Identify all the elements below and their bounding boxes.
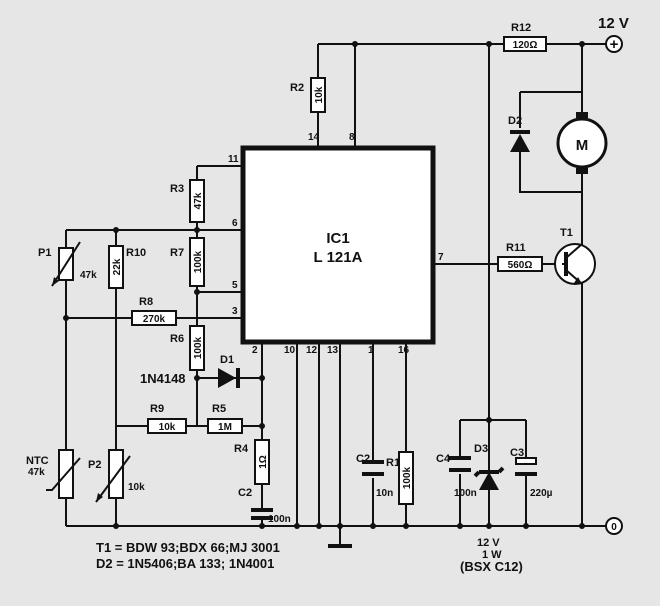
- wires: [65, 43, 606, 548]
- svg-text:12 V: 12 V: [477, 537, 500, 549]
- ic1-part: L 121A: [314, 249, 363, 266]
- diode-d2: D2: [508, 115, 530, 152]
- pin-14: 14: [308, 132, 320, 143]
- potentiometer-p2: P2 10k: [88, 449, 145, 503]
- svg-text:22k: 22k: [112, 258, 123, 275]
- resistor-r9: 10k R9: [147, 403, 187, 434]
- svg-text:R3: R3: [170, 183, 184, 195]
- svg-text:(BSX C12): (BSX C12): [460, 559, 523, 574]
- pin-16: 16: [398, 345, 410, 356]
- pin-1: 1: [368, 345, 374, 356]
- svg-text:R11: R11: [506, 242, 526, 254]
- resistor-r8: 270k R8: [131, 296, 177, 326]
- pin-3: 3: [232, 306, 238, 317]
- svg-text:C3: C3: [510, 447, 524, 459]
- resistor-r2: 10k R2: [290, 77, 326, 113]
- motor-label: M: [576, 137, 589, 154]
- resistor-r4: 1Ω R4: [234, 439, 270, 485]
- resistor-r10: 22k R10: [108, 245, 146, 289]
- plus-sign: +: [610, 36, 619, 53]
- svg-text:R10: R10: [126, 247, 146, 259]
- svg-text:560Ω: 560Ω: [508, 260, 533, 271]
- svg-text:47k: 47k: [28, 467, 45, 478]
- resistor-r3: 47k R3: [170, 179, 205, 223]
- potentiometer-p1: P1 47k: [38, 241, 97, 287]
- capacitor-c3: C3 220µ: [510, 447, 553, 499]
- svg-text:47k: 47k: [80, 270, 97, 281]
- pin-2: 2: [252, 345, 258, 356]
- svg-text:10k: 10k: [159, 422, 176, 433]
- svg-text:1N4148: 1N4148: [140, 371, 186, 386]
- pin-6: 6: [232, 218, 238, 229]
- svg-text:NTC: NTC: [26, 455, 49, 467]
- zener-d3: D3 12 V 1 W (BSX C12): [460, 443, 523, 574]
- svg-text:C4: C4: [436, 453, 451, 465]
- svg-text:D1: D1: [220, 354, 234, 366]
- resistor-r7: 100k R7: [170, 237, 205, 287]
- ic1-name: IC1: [326, 230, 349, 247]
- pin-13: 13: [327, 345, 339, 356]
- svg-text:1 W: 1 W: [482, 549, 502, 561]
- svg-text:C2: C2: [238, 487, 252, 499]
- note-t1: T1 = BDW 93;BDX 66;MJ 3001: [96, 540, 280, 555]
- zero-sign: 0: [611, 522, 617, 533]
- svg-text:R2: R2: [290, 82, 304, 94]
- pin-5: 5: [232, 280, 238, 291]
- capacitor-c2-100n: C2 100n: [238, 487, 291, 525]
- thermistor-ntc: NTC 47k: [26, 449, 81, 499]
- supply-terminals: 12 V + 0: [598, 15, 629, 535]
- supply-voltage: 12 V: [598, 15, 629, 32]
- resistor-r5: 1M R5: [207, 403, 243, 434]
- motor-m: M: [556, 112, 608, 174]
- pin-10: 10: [284, 345, 296, 356]
- pin-11: 11: [228, 154, 239, 165]
- junction-dots: [63, 41, 585, 529]
- transistor-t1: T1: [554, 227, 596, 290]
- svg-text:R4: R4: [234, 443, 249, 455]
- svg-text:100n: 100n: [454, 488, 477, 499]
- svg-text:D3: D3: [474, 443, 488, 455]
- svg-text:100k: 100k: [193, 336, 204, 359]
- ic1: IC1 L 121A 14 8 11 6 5 3 7 2 10 12 13 1 …: [228, 132, 444, 356]
- svg-text:R8: R8: [139, 296, 153, 308]
- svg-text:1Ω: 1Ω: [258, 455, 269, 469]
- svg-text:P1: P1: [38, 247, 51, 259]
- resistor-r12: 120Ω R12: [503, 22, 547, 52]
- svg-text:100n: 100n: [268, 514, 291, 525]
- diode-d1: D1 1N4148: [140, 354, 240, 388]
- svg-text:T1: T1: [560, 227, 573, 239]
- svg-text:47k: 47k: [193, 192, 204, 209]
- svg-text:P2: P2: [88, 459, 101, 471]
- pin-8: 8: [349, 132, 355, 143]
- svg-text:R9: R9: [150, 403, 164, 415]
- capacitor-c4: C4 100n: [436, 453, 477, 499]
- note-d2: D2 = 1N5406;BA 133; 1N4001: [96, 556, 274, 571]
- svg-text:R5: R5: [212, 403, 226, 415]
- svg-text:100k: 100k: [193, 250, 204, 273]
- svg-text:10k: 10k: [314, 86, 325, 103]
- svg-text:220µ: 220µ: [530, 488, 553, 499]
- svg-text:10n: 10n: [376, 488, 393, 499]
- svg-text:1M: 1M: [218, 422, 232, 433]
- capacitor-c2-10n: C2 10n: [356, 453, 393, 499]
- svg-text:D2: D2: [508, 115, 522, 127]
- svg-text:C2: C2: [356, 453, 370, 465]
- svg-text:R7: R7: [170, 247, 184, 259]
- svg-text:R6: R6: [170, 333, 184, 345]
- resistor-r6: 100k R6: [170, 325, 205, 371]
- resistor-r1: 100k R1: [386, 451, 414, 505]
- ground-terminal-icon: [605, 517, 623, 535]
- pin-7: 7: [438, 252, 444, 263]
- svg-text:10k: 10k: [128, 482, 145, 493]
- svg-text:R12: R12: [511, 22, 531, 34]
- svg-text:120Ω: 120Ω: [513, 40, 538, 51]
- svg-text:270k: 270k: [143, 314, 166, 325]
- pin-12: 12: [306, 345, 318, 356]
- resistor-r11: 560Ω R11: [497, 242, 543, 272]
- svg-text:100k: 100k: [402, 466, 413, 489]
- svg-text:R1: R1: [386, 457, 400, 469]
- plus-terminal-icon: [605, 35, 623, 53]
